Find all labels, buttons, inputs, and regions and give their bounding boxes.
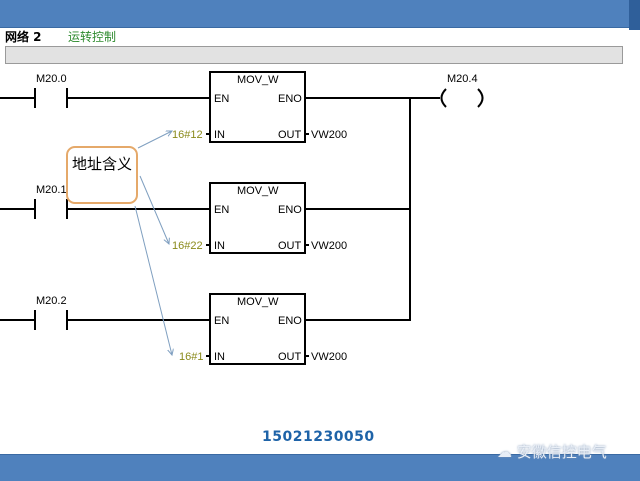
top-bar-edge [629,0,640,30]
bottom-bar [0,454,640,481]
mov-w-block[interactable] [209,71,306,143]
out-pin: OUT [278,129,302,141]
out-value: VW200 [311,240,347,252]
wechat-icon: ☁ [497,443,517,461]
block-title: MOV_W [237,296,279,308]
network-comment-field[interactable] [5,46,623,64]
network-title: 网络 2 [5,30,42,44]
mov-w-block[interactable] [209,182,306,254]
eno-pin: ENO [278,93,302,105]
watermark: ☁ 安徽信控电气 [497,441,607,462]
contact-label: M20.0 [36,73,67,85]
in-pin: IN [214,129,225,141]
rung-3: M20.2 MOV_W EN ENO IN OUT 16#1 VW200 [0,293,411,365]
contact-label: M20.1 [36,184,67,196]
en-pin: EN [214,204,229,216]
out-value: VW200 [311,129,347,141]
callout-arrow [137,131,172,149]
coil-right[interactable] [477,88,484,108]
out-pin: OUT [278,351,302,363]
coil-label: M20.4 [447,73,478,85]
contact-label: M20.2 [36,295,67,307]
in-value: 16#1 [179,351,203,363]
network-comment: 运转控制 [68,30,117,44]
out-value: VW200 [311,351,347,363]
callout-arrow [134,205,172,355]
eno-pin: ENO [278,315,302,327]
eno-pin: ENO [278,204,302,216]
rung-2: M20.1 MOV_W EN ENO IN OUT 16#22 VW200 [0,182,410,254]
watermark-text: 安徽信控电气 [516,443,607,461]
in-value: 16#12 [172,129,203,141]
coil-left[interactable] [440,88,447,108]
phone-number: 15021230050 [262,429,375,445]
address-callout: 地址含义 [66,146,138,204]
en-pin: EN [214,315,229,327]
top-bar [0,0,640,28]
block-title: MOV_W [237,74,279,86]
out-pin: OUT [278,240,302,252]
in-pin: IN [214,351,225,363]
block-title: MOV_W [237,185,279,197]
callout-arrow [139,175,169,244]
in-pin: IN [214,240,225,252]
rung-1: M20.0 MOV_W EN ENO IN OUT 16#12 VW200 [0,71,347,143]
in-value: 16#22 [172,240,203,252]
en-pin: EN [214,93,229,105]
mov-w-block[interactable] [209,293,306,365]
